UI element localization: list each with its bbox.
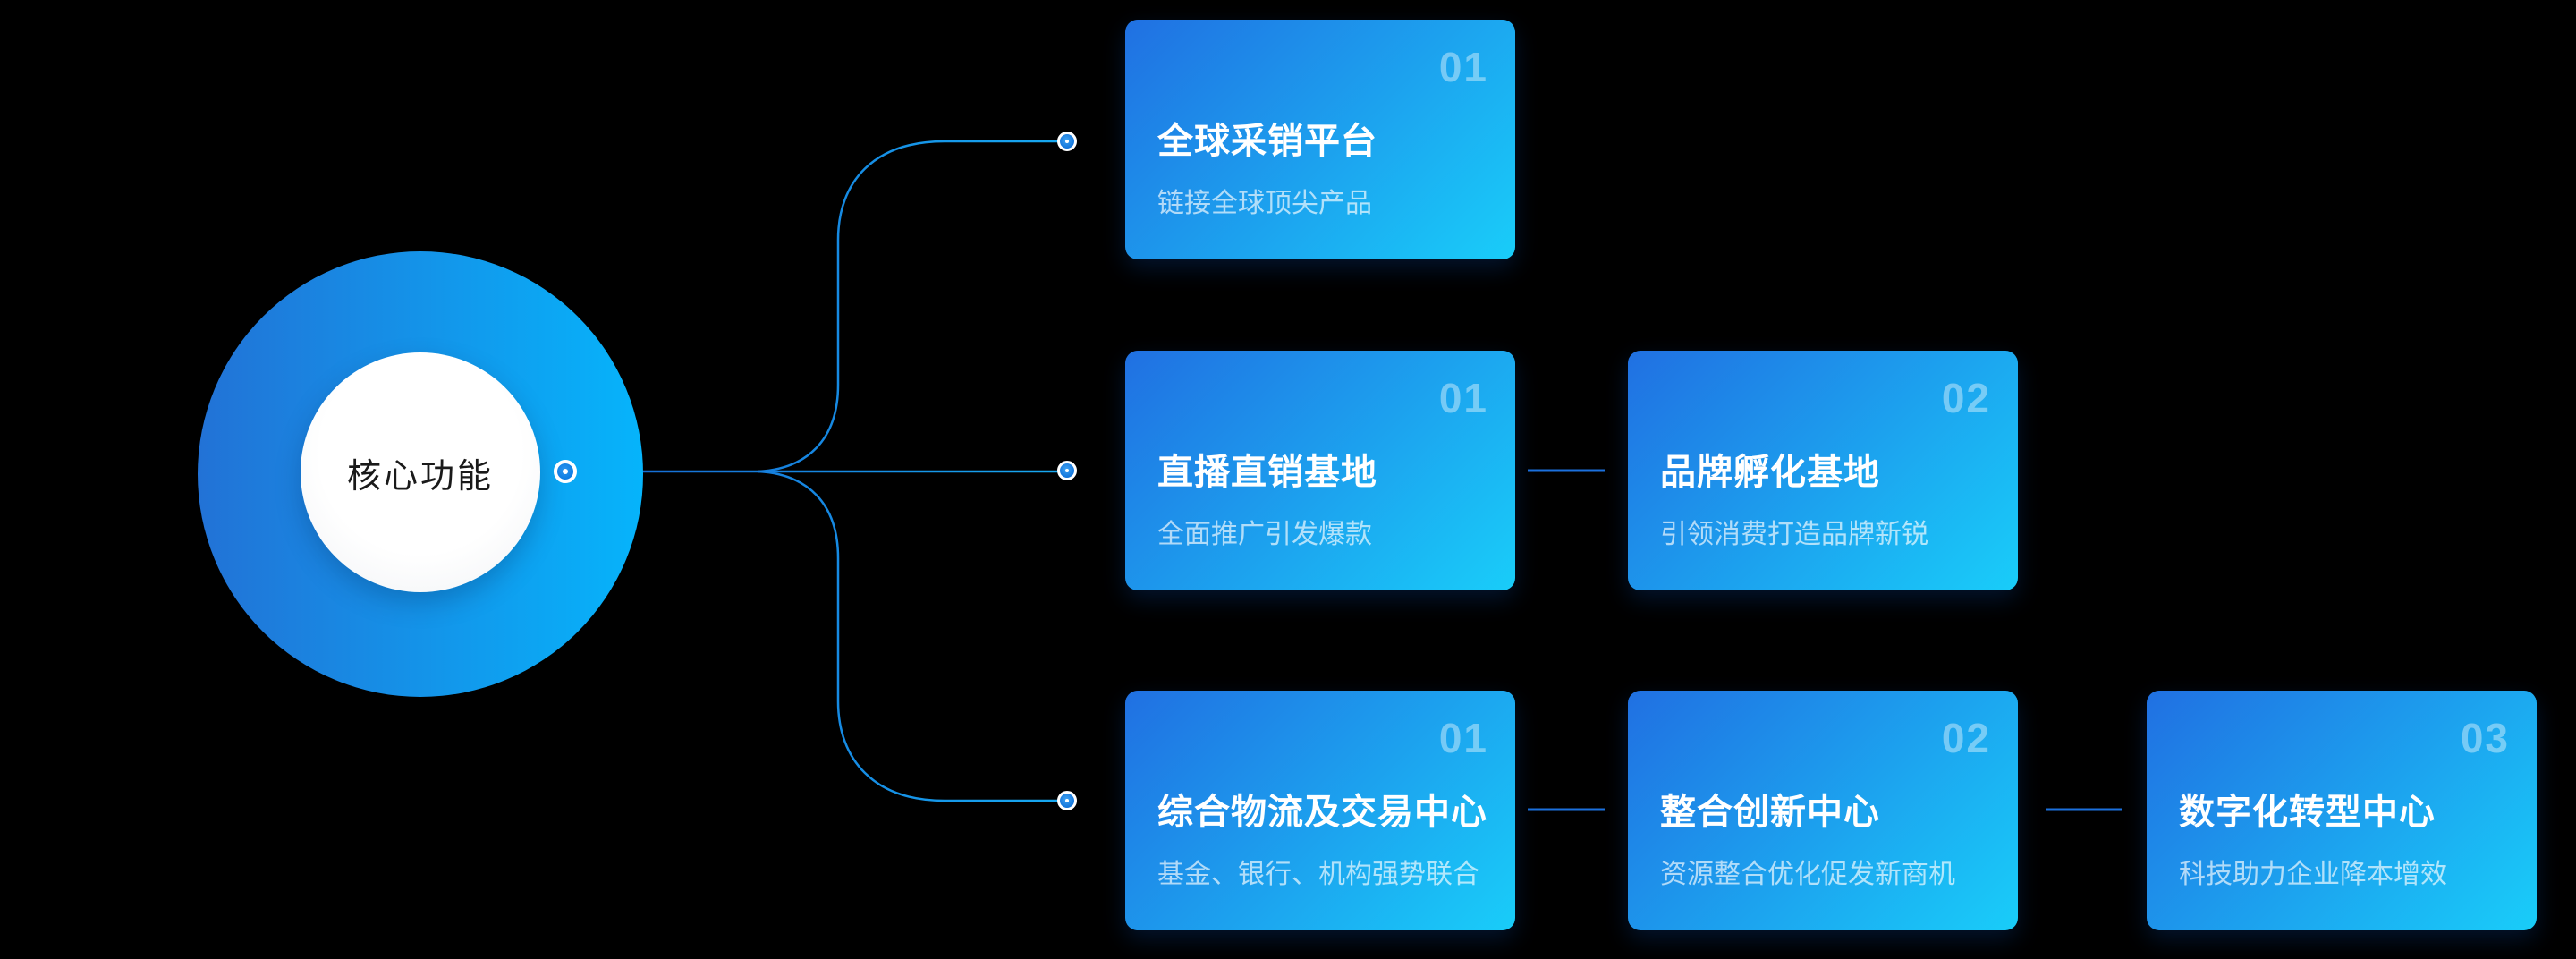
card-digital-transformation-center: 03 数字化转型中心 科技助力企业降本增效	[2147, 691, 2537, 930]
card-title: 直播直销基地	[1157, 453, 1377, 492]
dot-center-icon	[1065, 799, 1069, 802]
card-number: 02	[1941, 715, 1991, 761]
branch-endpoint-dot-icon	[1057, 132, 1077, 151]
card-title: 整合创新中心	[1660, 793, 1880, 832]
core-hub-inner-circle: 核心功能	[301, 352, 540, 592]
card-subtitle: 链接全球顶尖产品	[1157, 189, 1372, 218]
card-logistics-trade-center: 01 综合物流及交易中心 基金、银行、机构强势联合	[1125, 691, 1515, 930]
core-hub-label: 核心功能	[346, 457, 494, 496]
dot-center-icon	[1065, 140, 1069, 143]
card-title: 数字化转型中心	[2179, 793, 2436, 832]
card-integrated-innovation-center: 02 整合创新中心 资源整合优化促发新商机	[1628, 691, 2018, 930]
card-subtitle: 全面推广引发爆款	[1157, 520, 1372, 549]
card-number: 01	[1438, 375, 1488, 421]
card-title: 品牌孵化基地	[1660, 453, 1880, 492]
card-global-sourcing-platform: 01 全球采销平台 链接全球顶尖产品	[1125, 20, 1515, 259]
ring-center-dot-icon	[563, 469, 568, 474]
hub-connector-ring-icon	[554, 460, 577, 483]
branch-endpoint-dot-icon	[1057, 461, 1077, 480]
branch-line-top	[757, 140, 1059, 473]
card-number: 03	[2460, 715, 2510, 761]
card-subtitle: 引领消费打造品牌新锐	[1660, 520, 1928, 549]
card-subtitle: 资源整合优化促发新商机	[1660, 860, 1955, 889]
card-number: 02	[1941, 375, 1991, 421]
card-number: 01	[1438, 44, 1488, 90]
card-title: 全球采销平台	[1157, 122, 1377, 161]
card-brand-incubation-base: 02 品牌孵化基地 引领消费打造品牌新锐	[1628, 351, 2018, 590]
branch-line-bottom	[757, 470, 1059, 802]
card-livestream-direct-sales-base: 01 直播直销基地 全面推广引发爆款	[1125, 351, 1515, 590]
branch-endpoint-dot-icon	[1057, 791, 1077, 810]
dot-center-icon	[1065, 469, 1069, 472]
card-subtitle: 科技助力企业降本增效	[2179, 860, 2447, 889]
card-title: 综合物流及交易中心	[1157, 793, 1487, 832]
card-subtitle: 基金、银行、机构强势联合	[1157, 860, 1479, 889]
card-number: 01	[1438, 715, 1488, 761]
